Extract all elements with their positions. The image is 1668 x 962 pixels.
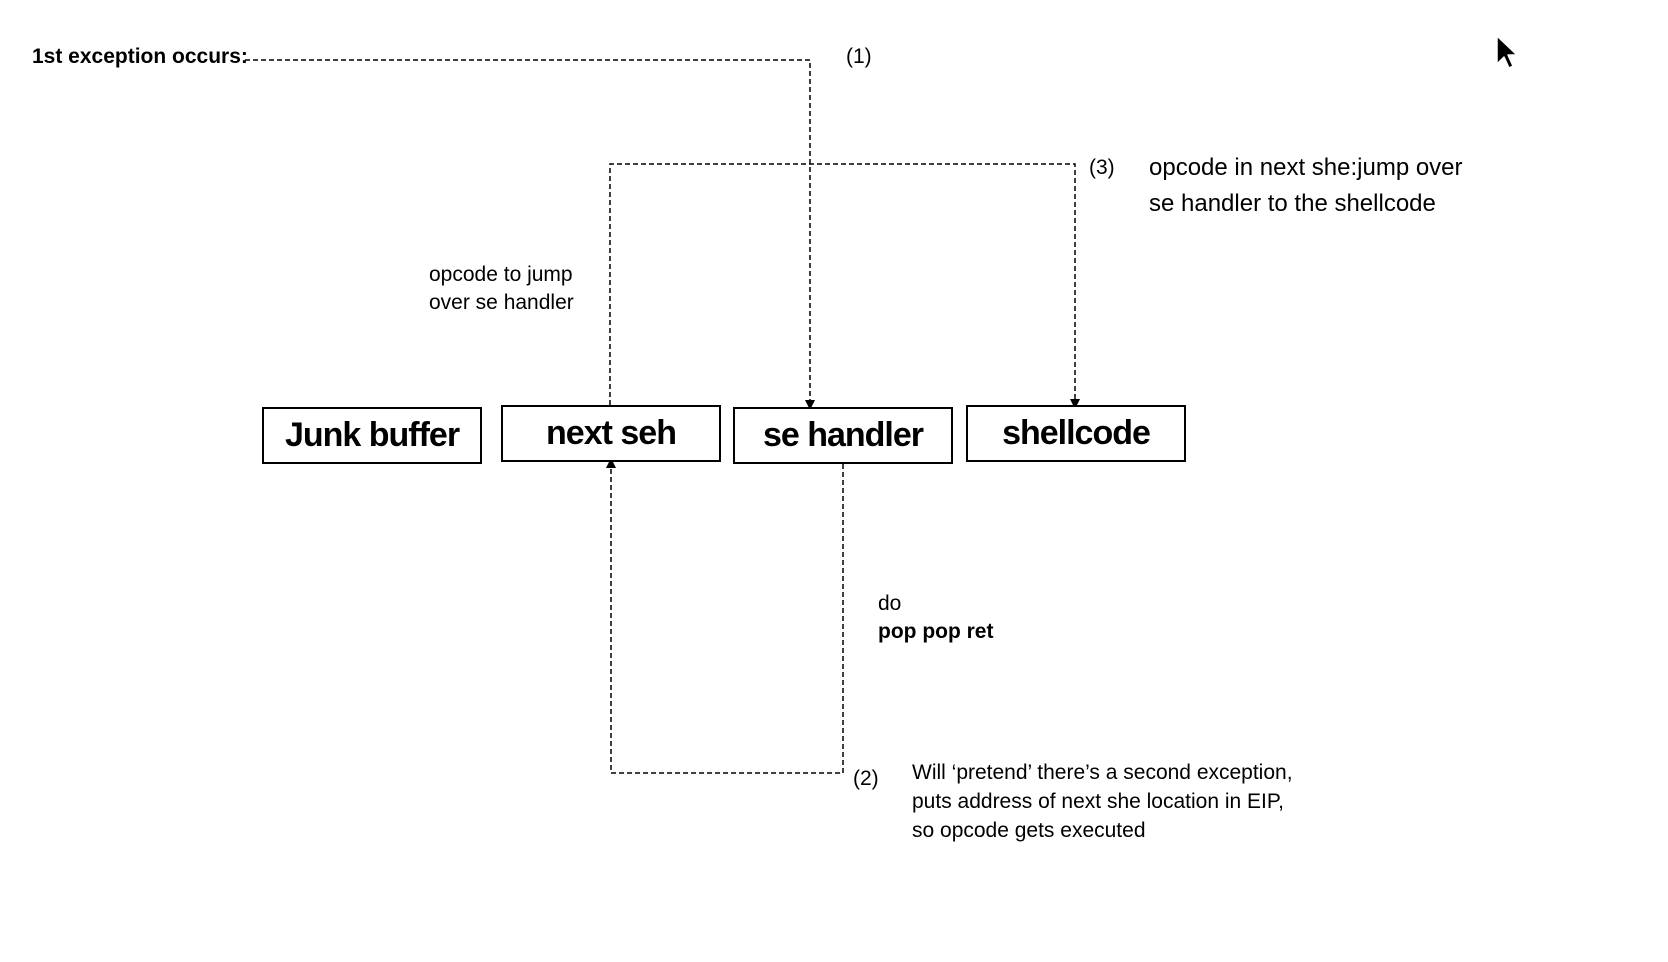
annotation-step-2-line-2: puts address of next she location in EIP… (912, 790, 1285, 813)
step-3-label: (3) (1089, 156, 1115, 179)
step-1-label: (1) (846, 45, 872, 68)
title-label: 1st exception occurs: (32, 45, 248, 68)
annotation-pop-pop-ret-instruction: pop pop ret (878, 620, 994, 643)
annotation-pop-pop-ret: do pop pop ret (878, 590, 993, 646)
box-next-seh: next seh (501, 405, 721, 462)
annotation-step-2-line-1: Will ‘pretend’ there’s a second exceptio… (912, 761, 1293, 784)
box-junk-buffer: Junk buffer (262, 407, 482, 464)
annotation-step-2-line-3: so opcode gets executed (912, 819, 1146, 842)
arrow-exception-to-se-handler (245, 59, 815, 410)
annotation-step-3: opcode in next she:jump over se handler … (1149, 150, 1463, 222)
annotation-step-2: Will ‘pretend’ there’s a second exceptio… (912, 758, 1293, 845)
annotation-opcode-jump-line-2: over se handler (429, 291, 574, 314)
annotation-do-label: do (878, 592, 902, 615)
annotation-opcode-jump: opcode to jump over se handler (429, 261, 574, 317)
mouse-pointer-icon (1496, 35, 1518, 69)
arrow-next-seh-to-shellcode (609, 163, 1080, 409)
box-se-handler: se handler (733, 407, 953, 464)
arrow-se-handler-to-next-seh (606, 458, 844, 774)
annotation-opcode-jump-line-1: opcode to jump (429, 263, 573, 286)
box-shellcode: shellcode (966, 405, 1186, 462)
annotation-step-3-line-1: opcode in next she:jump over (1149, 154, 1463, 181)
step-2-label: (2) (853, 767, 879, 790)
annotation-step-3-line-2: se handler to the shellcode (1149, 190, 1436, 217)
